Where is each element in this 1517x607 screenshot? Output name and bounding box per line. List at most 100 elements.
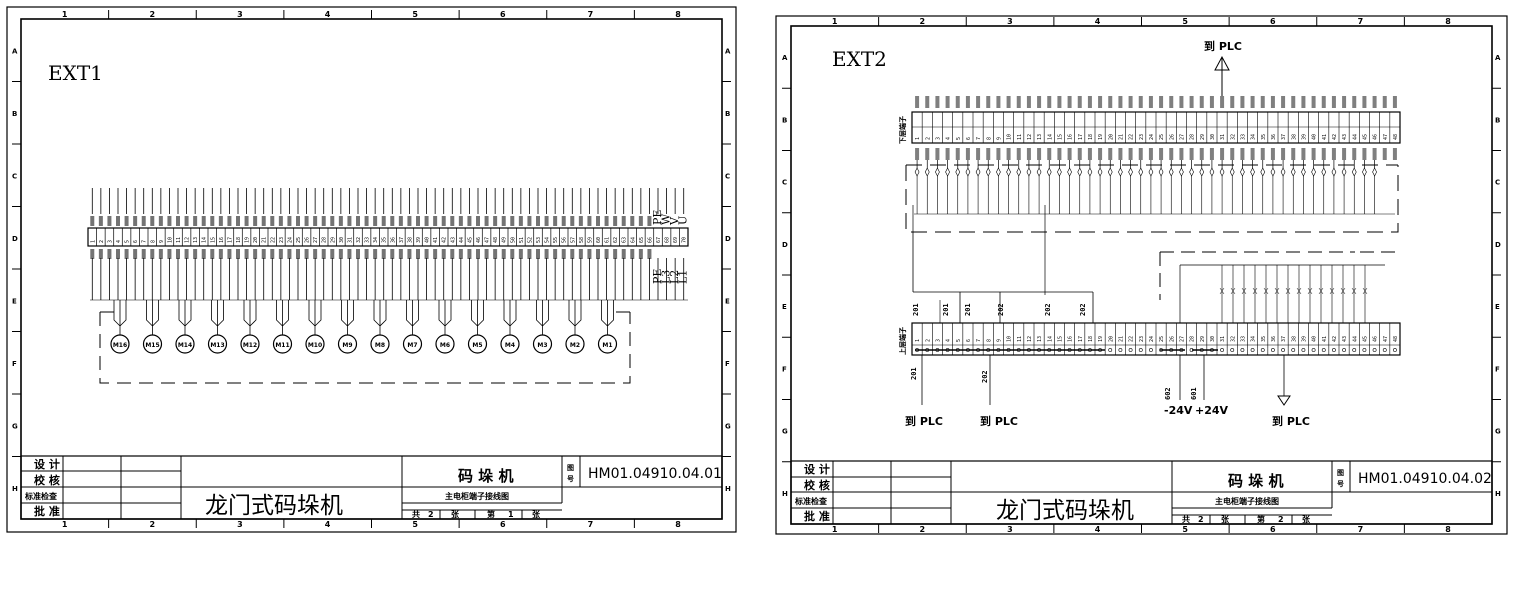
role-approve: 批 准	[34, 504, 60, 518]
terminal-number: 16	[1068, 134, 1074, 140]
terminal-number: 52	[527, 237, 533, 243]
terminal-number: 39	[416, 237, 422, 243]
grid-col-label: 4	[1095, 17, 1101, 26]
drawing-title: 主电柜端子接线图	[445, 491, 509, 501]
motor-label: M12	[243, 342, 257, 349]
terminal-number: 4	[946, 339, 952, 342]
terminal-number: 9	[159, 240, 165, 243]
terminal-number: 43	[450, 237, 456, 243]
motor-label: M6	[440, 342, 450, 349]
motor-symbol	[142, 334, 163, 354]
svg-text:批 准: 批 准	[804, 509, 830, 523]
terminal-number: 43	[1342, 336, 1348, 342]
terminal-number: 27	[1179, 134, 1185, 140]
terminal-number: 36	[390, 237, 396, 243]
grid-row-label: A	[782, 54, 788, 62]
terminal-number: 42	[1332, 134, 1338, 140]
grid-col-label: 6	[500, 520, 506, 529]
role-standard: 标准检查	[24, 491, 58, 501]
wire-label: 201	[942, 303, 950, 316]
grid-col-label: 7	[1358, 525, 1364, 534]
grid-col-label: 6	[1270, 525, 1276, 534]
terminal-number: 48	[1393, 134, 1399, 140]
terminal-number: 13	[1037, 134, 1043, 140]
grid-row-label: C	[725, 172, 730, 180]
terminal-number: 5	[956, 137, 962, 140]
terminal-number: 35	[1261, 134, 1267, 140]
terminal-number: 29	[330, 237, 336, 243]
wire-label: 202	[1044, 303, 1052, 316]
terminal-number: 20	[253, 237, 259, 243]
grid-row-label: F	[1495, 365, 1500, 373]
grid-row-label: C	[1495, 179, 1500, 187]
terminal-number: 27	[313, 237, 319, 243]
terminal-number: 7	[976, 137, 982, 140]
terminal-number: 26	[1169, 336, 1175, 342]
grid-row-label: C	[12, 172, 17, 180]
terminal-number: 19	[1098, 336, 1104, 342]
top-terminal-label: U	[677, 216, 690, 225]
terminal-number: 9	[996, 137, 1002, 140]
terminal-number: 45	[1362, 134, 1368, 140]
terminal-number: 2	[99, 240, 105, 243]
terminal-number: 15	[210, 237, 216, 243]
terminal-number: 41	[433, 237, 439, 243]
terminal-number: 35	[1261, 336, 1267, 342]
grid-row-label: D	[782, 241, 788, 249]
wire-label: 202	[981, 370, 989, 383]
svg-text:张: 张	[1302, 515, 1311, 524]
grid-col-label: 5	[412, 520, 418, 529]
terminal-number: 65	[639, 237, 645, 243]
sheet1-outer-frame	[6, 6, 737, 533]
terminal-number: 1	[915, 339, 921, 342]
top-terminal-label: W	[660, 213, 673, 225]
grid-col-label: 2	[919, 525, 925, 534]
motor-label: M11	[275, 342, 289, 349]
svg-text:2: 2	[1278, 515, 1284, 524]
terminal-number: 8	[986, 137, 992, 140]
svg-text:设 计: 设 计	[804, 462, 830, 476]
motor-symbol	[402, 334, 423, 354]
grid-row-label: E	[1495, 303, 1500, 311]
terminal-number: 34	[1251, 336, 1257, 342]
terminal-number: 63	[622, 237, 628, 243]
motor-label: M7	[407, 342, 417, 349]
svg-text:号: 号	[567, 474, 574, 483]
arrow-down-icon	[1277, 395, 1291, 406]
terminal-number: 33	[1240, 336, 1246, 342]
terminal-number: 11	[1017, 336, 1023, 342]
svg-text:共: 共	[412, 509, 420, 519]
svg-text:号: 号	[1337, 479, 1344, 488]
grid-row-label: D	[12, 235, 18, 243]
motor-symbol	[565, 334, 585, 354]
terminal-number: 64	[630, 237, 636, 243]
terminal-number: 14	[1047, 336, 1053, 342]
terminal-number: 35	[382, 237, 388, 243]
terminal-number: 12	[1027, 134, 1033, 140]
terminal-number: 18	[236, 237, 242, 243]
drawing-no-label: 图	[567, 463, 574, 472]
terminal-number: 37	[1281, 336, 1287, 342]
top-terminal-label: PE	[651, 210, 664, 225]
terminal-number: 15	[1057, 336, 1063, 342]
terminal-number: 4	[116, 240, 122, 243]
product-name: 码 垛 机	[458, 467, 513, 485]
terminal-number: 30	[1210, 134, 1216, 140]
wire-label: 201	[912, 303, 920, 316]
terminal-number: 10	[1007, 134, 1013, 140]
terminal-number: 22	[1129, 336, 1135, 342]
grid-col-label: 8	[1445, 17, 1451, 26]
grid-col-label: 1	[62, 520, 68, 529]
grid-row-label: B	[782, 116, 787, 124]
svg-text:HM01.04910.04.02: HM01.04910.04.02	[1358, 471, 1492, 487]
grid-col-label: 5	[1182, 17, 1188, 26]
grid-col-label: 3	[237, 520, 243, 529]
terminal-number: 2	[925, 137, 931, 140]
grid-row-label: A	[725, 47, 731, 55]
motor-label: M4	[505, 342, 515, 349]
terminal-number: 22	[1129, 134, 1135, 140]
terminal-number: 23	[279, 237, 285, 243]
terminal-number: 46	[476, 237, 482, 243]
